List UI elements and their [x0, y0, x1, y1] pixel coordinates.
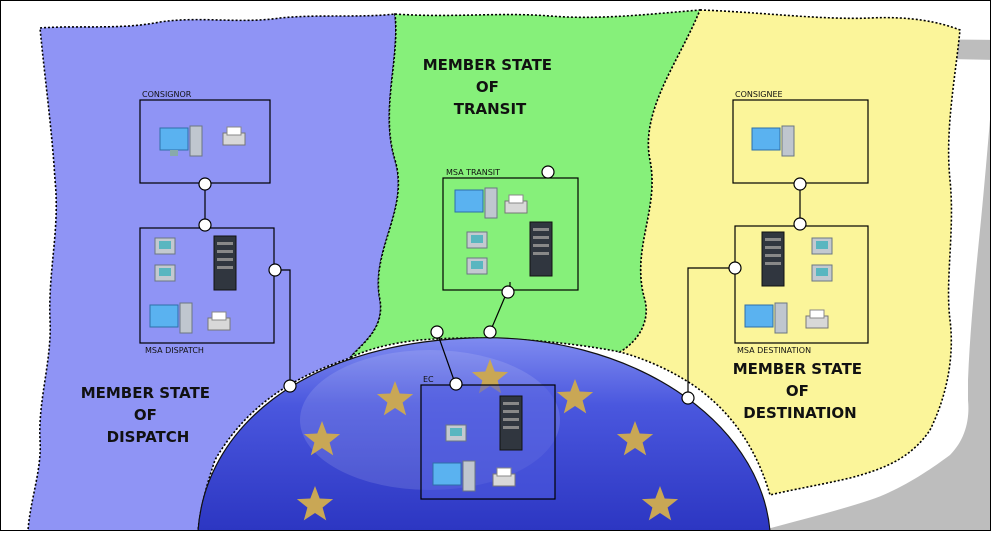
printer-icon	[207, 311, 231, 331]
workstation-icon	[466, 257, 488, 275]
star-icon	[471, 359, 509, 394]
msa-destination-label: MSA DESTINATION	[737, 346, 811, 355]
printer-icon	[222, 126, 246, 146]
workstation-icon	[154, 264, 176, 282]
server-rack-icon	[761, 231, 785, 287]
msa-transit-label: MSA TRANSIT	[446, 168, 500, 177]
desktop-computer-icon	[744, 302, 788, 334]
workstation-icon	[811, 237, 833, 255]
connector-node	[198, 218, 212, 232]
eu-stars	[296, 359, 679, 521]
server-rack-icon	[529, 221, 553, 277]
region-dispatch-area	[27, 13, 400, 532]
star-icon	[616, 421, 654, 456]
node-ec: EC	[420, 375, 556, 500]
printer-icon	[492, 467, 516, 487]
connector-node	[728, 261, 742, 275]
desktop-computer-icon	[149, 302, 193, 334]
connector-node	[268, 263, 282, 277]
star-icon	[303, 421, 341, 456]
star-icon	[296, 486, 334, 521]
node-consignee: CONSIGNEE	[732, 90, 869, 184]
desktop-computer-icon	[751, 125, 795, 157]
connector-node	[283, 379, 297, 393]
workstation-icon	[811, 264, 833, 282]
workstation-icon	[466, 231, 488, 249]
star-icon	[641, 486, 679, 521]
connector-node	[681, 391, 695, 405]
consignor-label: CONSIGNOR	[142, 90, 192, 99]
connector-node	[449, 377, 463, 391]
workstation-icon	[445, 424, 467, 442]
connector-node	[793, 177, 807, 191]
node-msa-dispatch: MSA DISPATCH	[139, 227, 275, 355]
workstation-icon	[154, 237, 176, 255]
ec-label: EC	[423, 375, 434, 384]
printer-icon	[805, 309, 829, 329]
msa-dispatch-label: MSA DISPATCH	[145, 346, 204, 355]
title-transit: MEMBER STATE OF TRANSIT	[423, 56, 558, 118]
star-icon	[556, 379, 594, 414]
region-destination-area	[617, 9, 961, 496]
connector-node	[541, 165, 555, 179]
desktop-computer-icon	[454, 187, 498, 219]
title-destination: MEMBER STATE OF DESTINATION	[733, 360, 868, 422]
title-dispatch: MEMBER STATE OF DISPATCH	[81, 384, 216, 446]
printer-icon	[504, 194, 528, 214]
connector-node	[198, 177, 212, 191]
star-icon	[376, 381, 414, 416]
server-rack-icon	[499, 395, 523, 451]
node-msa-transit: MSA TRANSIT	[442, 168, 579, 291]
connector-node	[793, 217, 807, 231]
consignee-label: CONSIGNEE	[735, 90, 783, 99]
desktop-computer-icon	[432, 460, 476, 492]
connector-node	[483, 325, 497, 339]
desktop-computer-icon	[159, 125, 203, 157]
connector-node	[501, 285, 515, 299]
connectors	[198, 165, 807, 405]
server-rack-icon	[213, 235, 237, 291]
connector-node	[430, 325, 444, 339]
